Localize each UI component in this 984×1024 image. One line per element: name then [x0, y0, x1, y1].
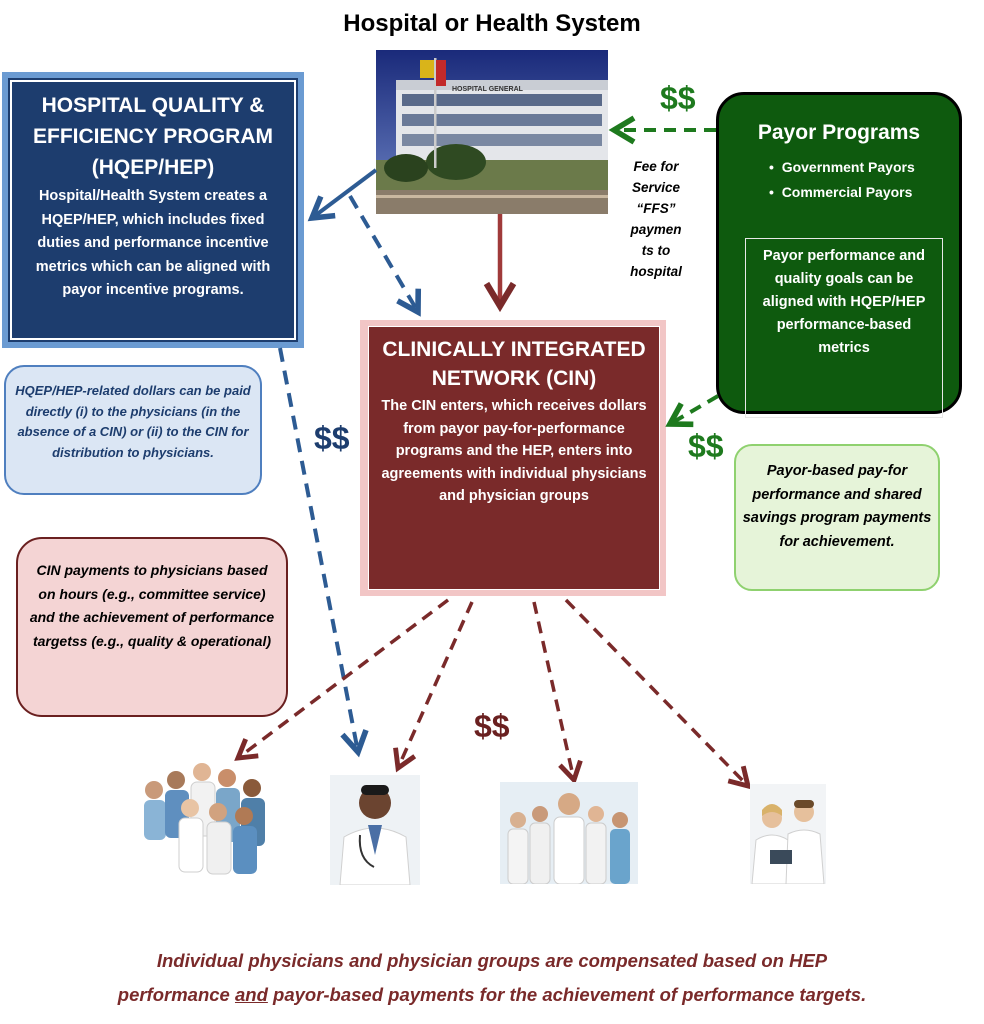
hospital-sign: HOSPITAL GENERAL — [452, 86, 524, 93]
dollar-label-payor-to-cin: $$ — [688, 428, 724, 464]
arrow-payor-to-cin — [665, 394, 720, 428]
arrow-hospital-to-hqep — [307, 168, 378, 222]
payor-list-item: • Government Payors — [769, 159, 915, 175]
dollar-label-payor-to-hospital: $$ — [660, 80, 696, 116]
payor-payments-note: Payor-based pay-for performance and shar… — [734, 444, 940, 591]
dollar-label-hqep: $$ — [314, 420, 350, 456]
arrow-cin-to-physician-group — [532, 601, 583, 785]
arrow-cin-to-physician-doctor — [393, 601, 474, 773]
payor-list-item: • Commercial Payors — [769, 184, 913, 200]
physician-image — [330, 775, 420, 885]
bottom-caption: Individual physicians and physician grou… — [0, 944, 984, 1012]
cin-box: CLINICALLY INTEGRATED NETWORK (CIN) The … — [368, 326, 660, 590]
payor-programs-title: Payor Programs — [757, 121, 921, 144]
cin-payments-note: CIN payments to physicians based on hour… — [16, 537, 288, 717]
hospital-building-image: HOSPITAL GENERAL — [376, 50, 608, 214]
page-title: Hospital or Health System — [343, 10, 641, 37]
caption-line-2: performance and payor-based payments for… — [117, 984, 867, 1005]
physician-group-image — [500, 782, 638, 884]
dollar-label-cin: $$ — [474, 708, 510, 744]
hqep-dollars-note: HQEP/HEP-related dollars can be paid dir… — [4, 365, 262, 495]
payor-programs-box: Payor Programs • Government Payors • Com… — [716, 92, 962, 418]
cin-description: The CIN enters, which receives dollars f… — [381, 398, 647, 504]
hqep-box: HOSPITAL QUALITY & EFFICIENCY PROGRAM (H… — [10, 80, 296, 340]
arrow-hqep-to-physician — [278, 347, 369, 758]
payor-goals-text: Payor performance and quality goals can … — [745, 238, 943, 418]
physicians-consulting-image — [750, 784, 826, 884]
caption-line-1: Individual physicians and physician grou… — [156, 950, 828, 971]
ffs-payments-note: Fee for Service “FFS” paymen ts to hospi… — [630, 159, 682, 279]
cin-title: CLINICALLY INTEGRATED NETWORK (CIN) — [382, 338, 646, 390]
payor-list: • Government Payors • Commercial Payors — [769, 155, 915, 205]
hqep-title: HOSPITAL QUALITY & EFFICIENCY PROGRAM (H… — [33, 94, 273, 179]
physician-team-image — [132, 750, 280, 882]
hqep-description: Hospital/Health System creates a HQEP/HE… — [35, 188, 271, 298]
arrow-cin-to-physician-consult — [564, 598, 752, 790]
